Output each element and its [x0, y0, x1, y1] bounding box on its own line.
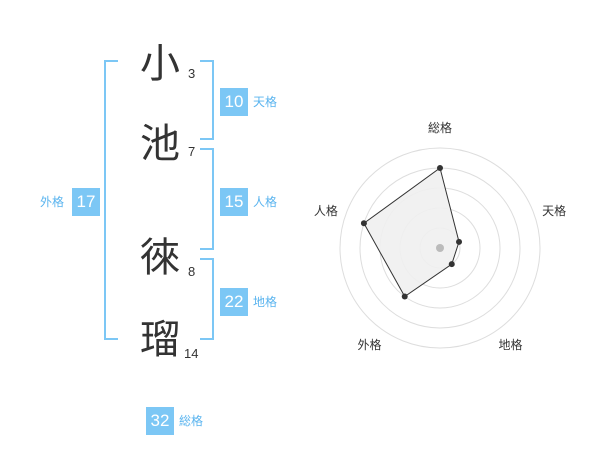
radar-axis-label-0: 総格 [428, 120, 452, 135]
name-char-1: 小 [140, 41, 180, 87]
name-char-3: 徠 [140, 235, 180, 281]
gaikaku-label: 外格 [40, 195, 65, 209]
stroke-count-1: 3 [188, 66, 196, 81]
jinkaku-score: 15 [220, 188, 248, 216]
jinkaku-label: 人格 [253, 195, 278, 209]
soukaku-label: 総格 [179, 414, 204, 428]
radar-axis-label-1: 天格 [542, 203, 566, 218]
tenkaku-label: 天格 [253, 95, 278, 109]
gaikaku-score: 17 [72, 188, 100, 216]
soukaku-score: 32 [146, 407, 174, 435]
chikaku-bracket [200, 258, 214, 340]
radar-shape [363, 167, 460, 298]
stroke-count-3: 8 [188, 264, 196, 279]
chikaku-label: 地格 [253, 295, 278, 309]
gaikaku-bracket [104, 60, 118, 340]
name-char-2: 池 [140, 121, 180, 167]
radar-points [360, 165, 463, 300]
radar-point-2 [448, 261, 455, 268]
tenkaku-score: 10 [220, 88, 248, 116]
stroke-count-2: 7 [188, 144, 196, 159]
stroke-count-4: 14 [184, 346, 199, 361]
chikaku-score: 22 [220, 288, 248, 316]
radar-point-0 [437, 165, 443, 171]
tenkaku-bracket [200, 60, 214, 140]
radar-axis-label-3: 外格 [357, 337, 381, 352]
radar-point-3 [401, 293, 408, 300]
radar-axis-label-2: 地格 [499, 337, 523, 352]
name-char-4: 瑠 [140, 317, 180, 363]
radar-point-1 [456, 238, 463, 245]
radar-ring-5 [339, 147, 541, 349]
radar-point-4 [360, 220, 367, 227]
radar-axis-label-4: 人格 [314, 203, 338, 218]
radar-center [436, 244, 444, 252]
jinkaku-bracket [200, 148, 214, 250]
